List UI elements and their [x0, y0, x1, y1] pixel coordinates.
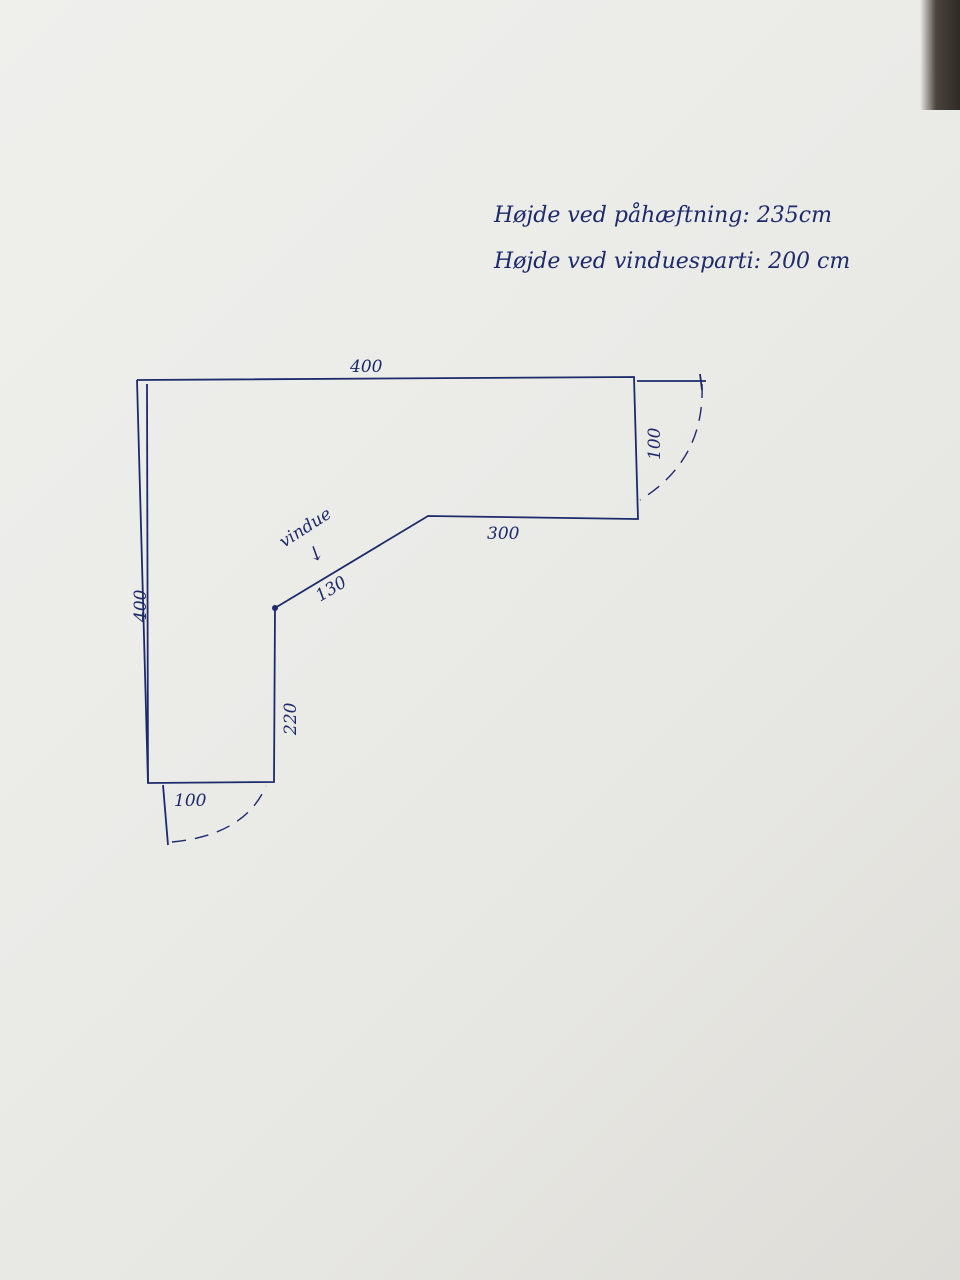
dim-inner-horizontal: 300 — [487, 524, 520, 544]
window-arrow-icon: ↓ — [304, 539, 328, 567]
room-outline — [136, 376, 639, 784]
dim-left: 400 — [131, 589, 151, 623]
table-corner-background — [920, 0, 960, 110]
left-wall-inner-line — [146, 383, 149, 784]
dim-diagonal: 130 — [312, 572, 350, 606]
corner-dot — [272, 605, 278, 611]
door-swing-bottom-arc — [171, 785, 267, 843]
dim-bottom: 100 — [174, 791, 207, 811]
note-height-window: Højde ved vinduesparti: 200 cm — [493, 249, 850, 274]
door-swing-bottom-line — [162, 784, 169, 846]
dim-top: 400 — [349, 357, 383, 377]
dim-right-short: 100 — [645, 427, 665, 460]
door-swing-top-arc — [639, 383, 703, 501]
dim-inner-vertical: 220 — [281, 702, 301, 736]
note-height-attachment: Højde ved påhæftning: 235cm — [493, 201, 832, 228]
